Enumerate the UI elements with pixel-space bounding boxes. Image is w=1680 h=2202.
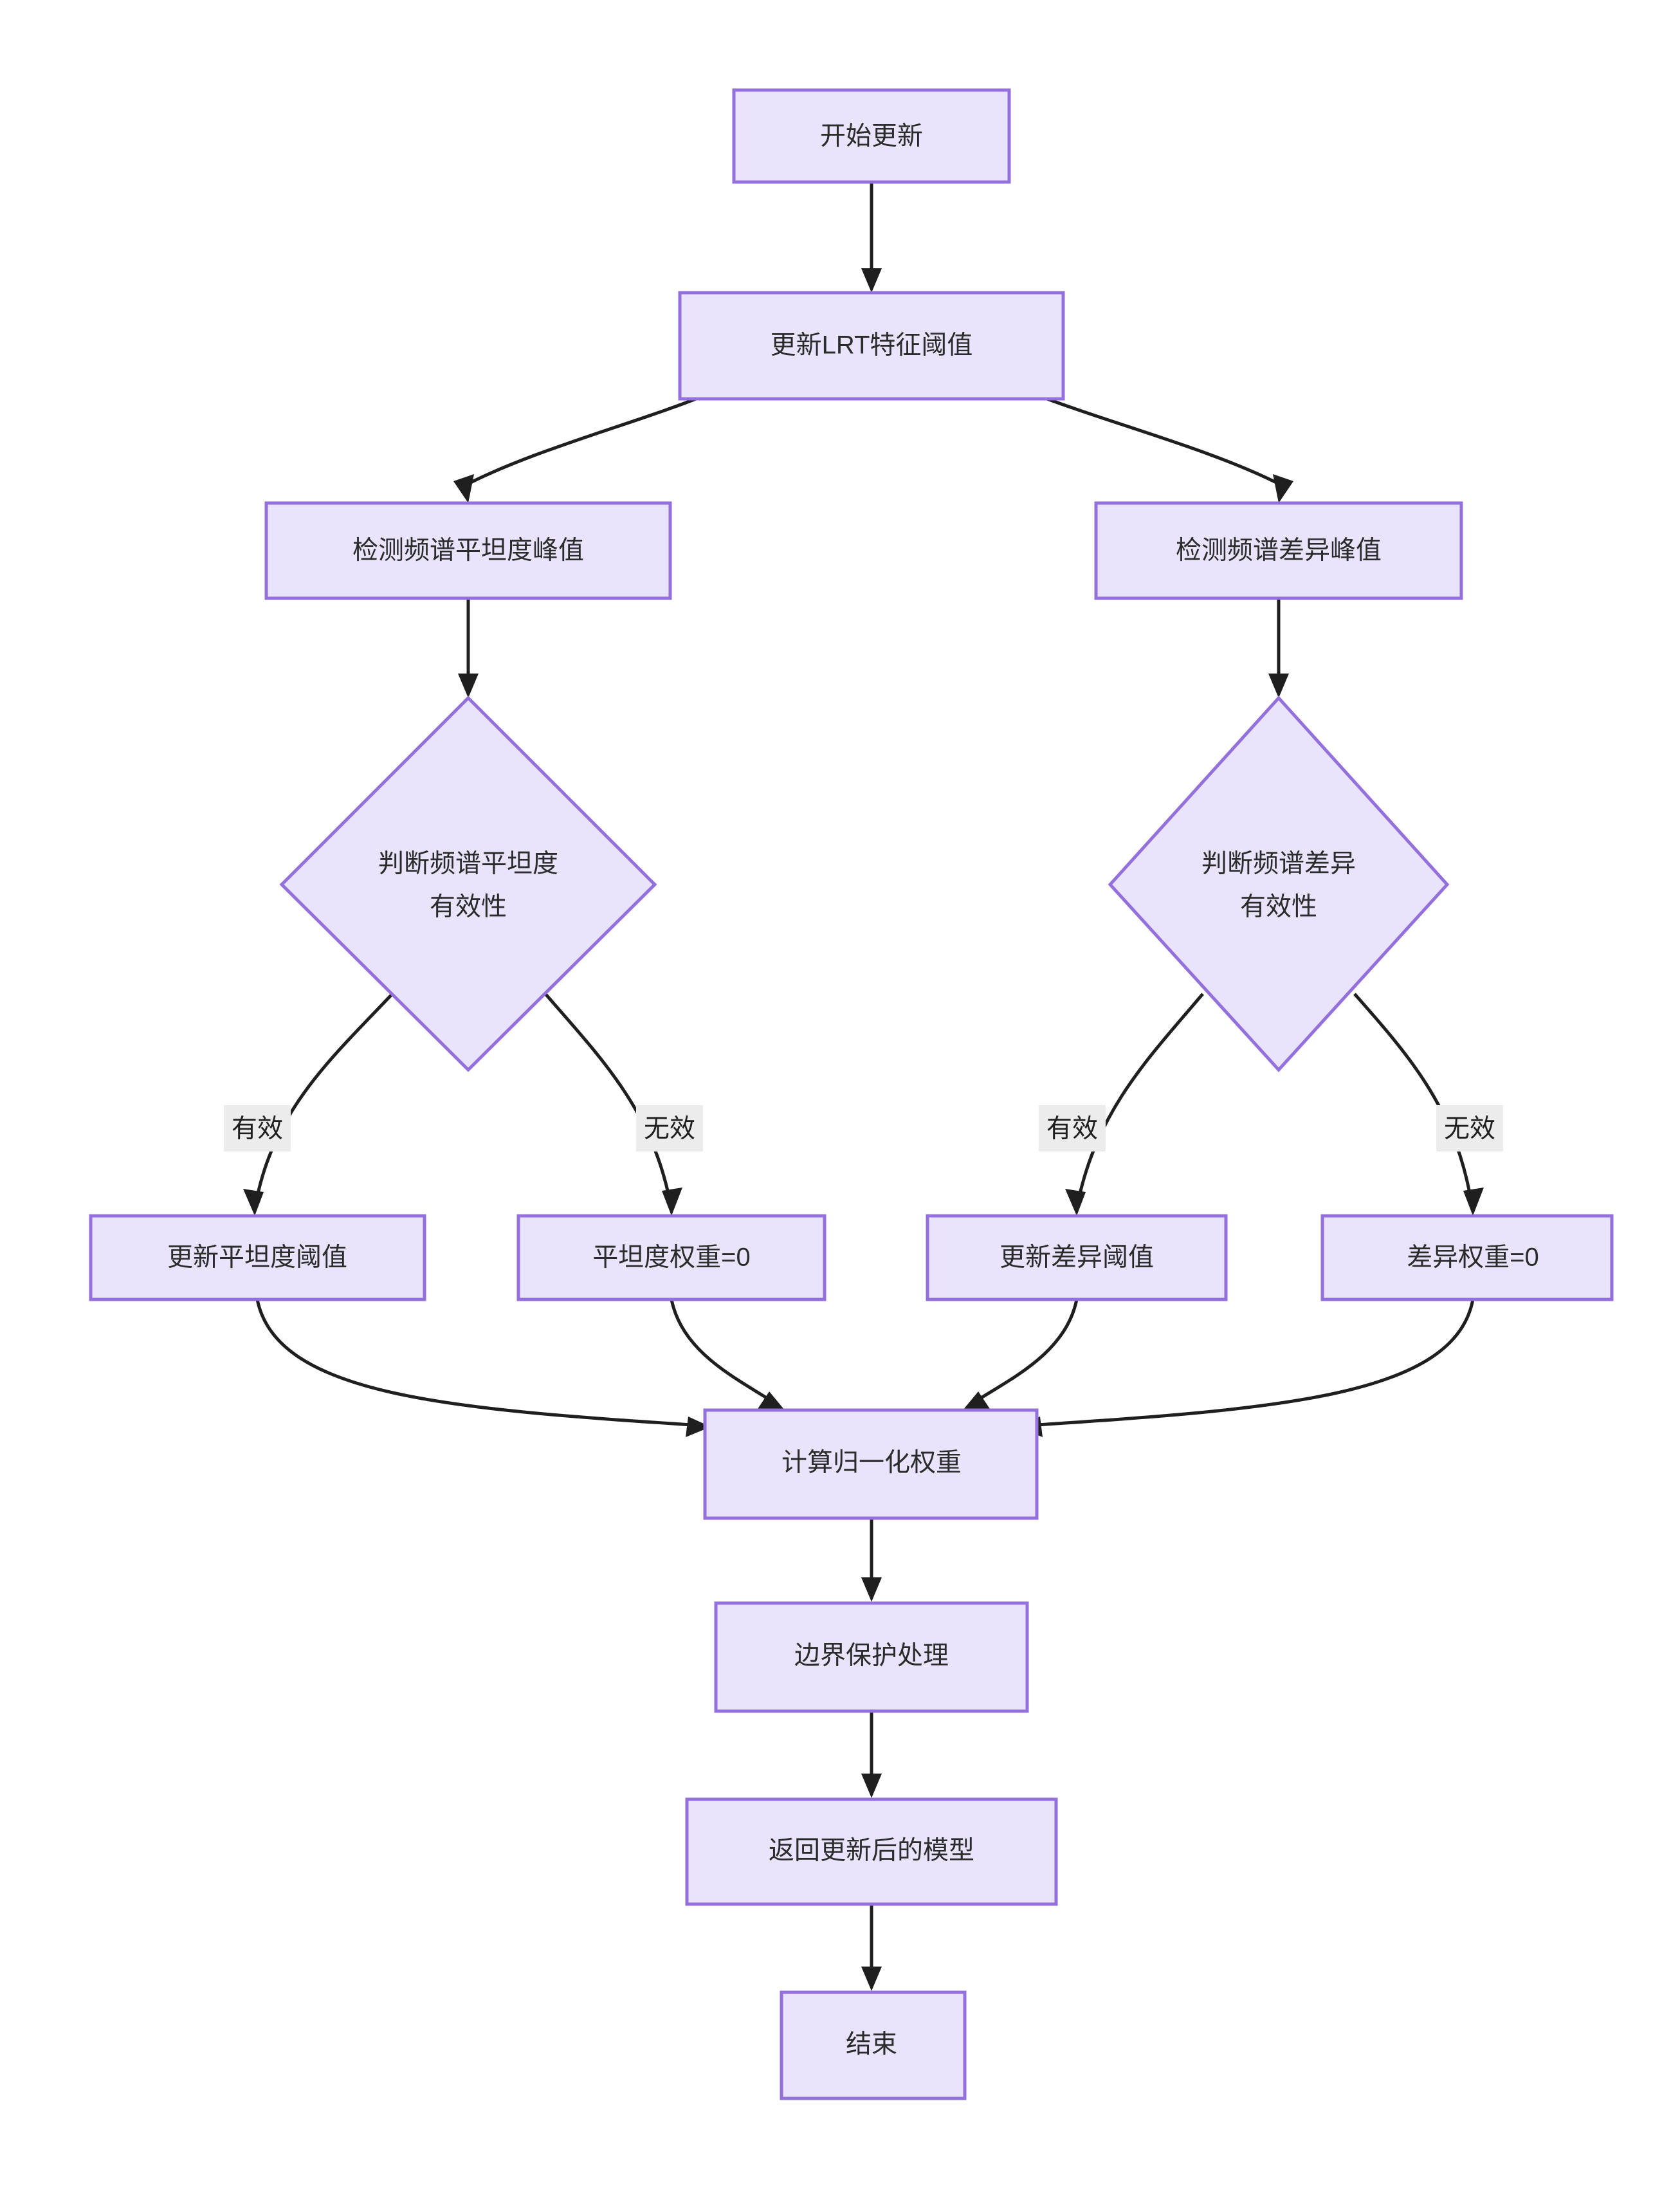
edge-update-flat-th-to-norm (255, 1299, 711, 1437)
edge-flat-w-zero-to-norm (670, 1299, 785, 1410)
node-judge-diff[interactable]: 判断频谱差异 有效性 (1108, 695, 1450, 1072)
node-return-model[interactable]: 返回更新后的模型 (685, 1797, 1058, 1906)
edge-norm-to-boundary (861, 1518, 882, 1602)
node-boundary[interactable]: 边界保护处理 (714, 1601, 1029, 1713)
edge-label-flat-invalid: 无效 (636, 1105, 703, 1151)
node-layer: 开始更新 更新LRT特征阈值 检测频谱平坦度峰值 检测频谱差异峰值 判断频谱平坦… (89, 88, 1614, 2100)
node-flat-w-zero[interactable]: 平坦度权重=0 (516, 1214, 826, 1301)
node-update-diff-th-label: 更新差异阈值 (1000, 1243, 1154, 1272)
node-end[interactable]: 结束 (780, 1990, 967, 2100)
edge-label-flat-valid: 有效 (224, 1105, 291, 1151)
edge-label-diff-invalid: 无效 (1436, 1105, 1503, 1151)
edge-update-diff-th-to-norm (963, 1299, 1079, 1410)
edge-layer (243, 181, 1484, 1991)
node-judge-diff-label-line2: 有效性 (1240, 893, 1317, 921)
edge-detect-diff-to-judge-diff (1268, 598, 1289, 698)
edge-return-model-to-end (861, 1904, 882, 1991)
edge-update-lrt-to-detect-flat (453, 397, 697, 503)
edge-judge-flat-valid (243, 993, 394, 1216)
node-judge-flat-label-line1: 判断频谱平坦度 (378, 850, 558, 878)
node-detect-diff[interactable]: 检测频谱差异峰值 (1094, 501, 1463, 600)
node-judge-flat[interactable]: 判断频谱平坦度 有效性 (279, 695, 657, 1072)
node-detect-diff-label: 检测频谱差异峰值 (1176, 537, 1382, 565)
node-boundary-label: 边界保护处理 (794, 1642, 949, 1670)
node-judge-diff-label-line1: 判断频谱差异 (1201, 850, 1356, 878)
edge-diff-w-zero-to-norm (1018, 1299, 1475, 1437)
edge-label-diff-invalid-text: 无效 (1444, 1115, 1495, 1143)
node-update-flat-th-label: 更新平坦度阈值 (167, 1243, 347, 1272)
node-update-lrt[interactable]: 更新LRT特征阈值 (678, 291, 1065, 401)
edge-label-flat-invalid-text: 无效 (644, 1115, 695, 1143)
node-flat-w-zero-label: 平坦度权重=0 (592, 1243, 751, 1272)
node-update-lrt-label: 更新LRT特征阈值 (771, 331, 973, 360)
node-detect-flat[interactable]: 检测频谱平坦度峰值 (264, 501, 672, 600)
node-start-label: 开始更新 (820, 122, 923, 151)
node-return-model-label: 返回更新后的模型 (769, 1837, 974, 1865)
node-judge-flat-label-line2: 有效性 (430, 893, 507, 921)
edge-label-flat-valid-text: 有效 (232, 1115, 283, 1143)
edge-start-to-update-lrt (861, 181, 882, 293)
node-norm-weights[interactable]: 计算归一化权重 (703, 1408, 1039, 1520)
edge-label-layer: 有效 无效 有效 无效 (224, 1105, 1503, 1151)
node-update-diff-th[interactable]: 更新差异阈值 (926, 1214, 1228, 1301)
edge-detect-flat-to-judge-flat (458, 598, 479, 698)
node-diff-w-zero-label: 差异权重=0 (1407, 1243, 1539, 1272)
edge-update-lrt-to-detect-diff (1046, 397, 1293, 503)
node-detect-flat-label: 检测频谱平坦度峰值 (352, 537, 584, 565)
node-end-label: 结束 (846, 2030, 897, 2059)
node-norm-weights-label: 计算归一化权重 (781, 1449, 962, 1477)
edge-judge-flat-invalid (544, 993, 682, 1216)
node-start[interactable]: 开始更新 (732, 88, 1011, 184)
node-diff-w-zero[interactable]: 差异权重=0 (1320, 1214, 1614, 1301)
edge-label-diff-valid-text: 有效 (1046, 1115, 1098, 1143)
edge-label-diff-valid: 有效 (1039, 1105, 1106, 1151)
edge-judge-diff-invalid (1353, 993, 1484, 1216)
edge-judge-diff-valid (1065, 993, 1204, 1216)
node-update-flat-th[interactable]: 更新平坦度阈值 (89, 1214, 426, 1301)
edge-boundary-to-return-model (861, 1711, 882, 1798)
